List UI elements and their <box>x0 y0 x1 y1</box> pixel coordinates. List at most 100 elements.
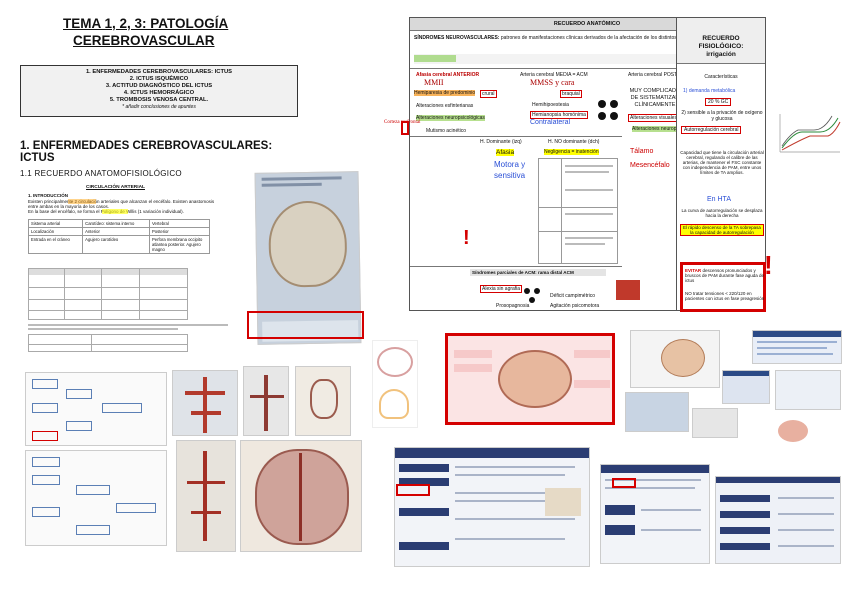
h-dominante: H. Dominante (izq) <box>480 139 522 145</box>
fisio-title-2: FISIOLÓGICO: <box>698 43 744 50</box>
atlas-header-lines <box>261 182 322 187</box>
afasia: Afasia <box>496 149 515 156</box>
sensible: 2) sensible a la privación de oxígeno y … <box>681 110 763 122</box>
blue-table-slide <box>752 330 842 364</box>
caracteristicas: Características <box>704 74 738 80</box>
red-note-box <box>616 280 640 300</box>
gc-value: 20 % GC <box>705 98 732 106</box>
index-item-3[interactable]: 3. ACTITUD DIAGNÓSTICO DEL ICTUS <box>105 83 213 89</box>
brain-photo-small <box>630 330 720 388</box>
highlight-mark <box>68 199 96 204</box>
en-hta: En HTA <box>707 196 731 203</box>
arteries-photo <box>243 366 289 436</box>
anatomy-photo <box>295 366 351 436</box>
blue-slide-3 <box>775 370 841 410</box>
small-table <box>28 334 188 352</box>
intro-heading: 1. INTRODUCCIÓN <box>28 193 69 198</box>
index-item-2[interactable]: 2. ICTUS ISQUÉMICO <box>129 76 189 82</box>
vessel-table <box>28 268 188 320</box>
no-tratar-text: NO tratar tensiones < 220/120 en pacient… <box>685 291 765 301</box>
deficit-campimetrico: Déficit campimétrico <box>550 293 596 299</box>
index-item-5[interactable]: 5. TROMBOSIS VENOSA CENTRAL. <box>109 97 209 103</box>
intro-line-2: entre ambas en la mayoría de los casos. <box>28 204 110 209</box>
text-lines <box>28 328 178 330</box>
contralateral: Contralateral <box>530 119 571 126</box>
index-note: * añadir conclusiones de apuntes <box>122 104 196 110</box>
highlight-box <box>612 478 636 488</box>
exclamation-mark-2: ! <box>764 250 773 280</box>
sensitiva: sensitiva <box>494 171 526 180</box>
notes-photo <box>625 392 689 432</box>
hemiparesia-braquial: braquial <box>560 90 582 98</box>
fisio-title-3: irrigación <box>706 51 736 58</box>
section-heading-cont: ICTUS <box>20 152 55 164</box>
intro-note-page: CIRCULACIÓN ARTERIAL 1. INTRODUCCIÓN Exi… <box>22 183 244 365</box>
highlight-box <box>396 484 430 496</box>
dots-icon-small <box>524 288 544 308</box>
hemiparesia-crural: crural <box>480 90 497 98</box>
page-title-line2: CEREBROVASCULAR <box>73 33 215 48</box>
agitacion: Agitación psicomotora <box>550 303 600 309</box>
index-box: 1. ENFERMEDADES CEREBROVASCULARES: ICTUS… <box>20 65 298 117</box>
exclamation-mark: ! <box>463 227 470 249</box>
col-media: Arteria cerebral MEDIA = ACM <box>520 72 588 78</box>
index-item-4[interactable]: 4. ICTUS HEMORRÁGICO <box>123 90 195 96</box>
brain-base-photo <box>240 440 362 552</box>
negligencia: Negligencia = inatención <box>544 149 599 155</box>
prosopagnosia: Prosopagnosia <box>496 303 530 309</box>
col-posterior: Arteria cerebral POSTERIOR <box>628 72 694 78</box>
anatomico-header: RECUERDO ANATÓMICO <box>410 18 764 31</box>
hemi-detail-table <box>538 158 618 264</box>
evitar-text: EVITAR descensos pronunciados y bruscos … <box>685 268 764 283</box>
text-lines <box>28 324 228 326</box>
circ-title: CIRCULACIÓN ARTERIAL <box>86 185 145 190</box>
atlas-header-lines <box>261 176 342 181</box>
aca-diagram <box>372 340 418 428</box>
flowchart-small <box>25 450 167 546</box>
mmii-label: MMII <box>424 78 444 87</box>
note-photo-2 <box>692 408 738 438</box>
mmss-label: MMSS y cara <box>530 78 575 87</box>
autoregulation-graph <box>776 110 842 156</box>
brain-map-slide <box>445 333 615 425</box>
alteraciones-visuales: Alteraciones visuales <box>628 114 679 122</box>
highlight-box <box>401 121 409 135</box>
curva: La curva de autorregulación se desplaza … <box>681 208 763 218</box>
mesencefalo: Mesencéfalo <box>630 162 670 169</box>
page-title-line1: TEMA 1, 2, 3: PATOLOGÍA <box>63 16 229 31</box>
alteraciones-esfinterianas: Alteraciones esfinterianas <box>416 103 474 109</box>
section-heading: 1. ENFERMEDADES CEREBROVASCULARES: <box>20 140 273 152</box>
table-screenshot-2 <box>715 476 841 564</box>
hemianopsia: Hemianopsia homónima <box>530 111 588 119</box>
fisio-title-1: RECUERDO <box>702 35 740 42</box>
vessel-diagram-photo <box>172 370 238 436</box>
demanda: 1) demanda metabólica <box>683 88 736 94</box>
curve-chart-icon <box>779 114 841 153</box>
evitar-box: EVITAR descensos pronunciados y bruscos … <box>680 262 766 312</box>
mutismo: Mutismo acinético <box>426 128 467 134</box>
alteraciones-neuro: Alteraciones neuropsicológicas <box>416 115 485 121</box>
flowchart-screenshot <box>25 372 167 446</box>
alexia: Alexia sin agrafia <box>480 285 523 293</box>
col-anterior: Afasia cerebral ANTERIOR <box>416 72 480 78</box>
sindromes-definition: SÍNDROMES NEUROVASCULARES: patrones de m… <box>414 35 724 41</box>
index-item-1[interactable]: 1. ENFERMEDADES CEREBROVASCULARES: ICTUS <box>85 69 233 75</box>
subsection-heading: 1.1 RECUERDO ANATOMOFISIOLÓGICO <box>20 169 182 178</box>
talamo: Tálamo <box>630 148 654 155</box>
alteraciones-neuro-post: Alteraciones neuropsicológicas <box>632 126 701 132</box>
brain-icon-small <box>778 420 808 442</box>
angiogram-photo <box>176 440 236 552</box>
motora: Motora y <box>494 160 526 169</box>
hemihipoestesia: Hemihipoestesia <box>532 102 569 108</box>
capacidad: Capacidad que tiene la circulación arter… <box>680 150 764 175</box>
descenso: El rápido descenso de la TA sobrepasa la… <box>680 224 764 236</box>
brain-illustration <box>268 200 348 288</box>
h-no-dominante: H. NO dominante (dch) <box>548 139 600 145</box>
autorregulacion: Autorregulación cerebral <box>681 126 742 134</box>
dots-icon <box>598 100 622 124</box>
sindromes-note <box>414 54 758 64</box>
blue-slide-2 <box>722 370 770 404</box>
highlight-mark <box>102 209 128 214</box>
complicado: MUY COMPLICADO DE SISTEMATIZAR CLÍNICAME… <box>629 88 681 108</box>
